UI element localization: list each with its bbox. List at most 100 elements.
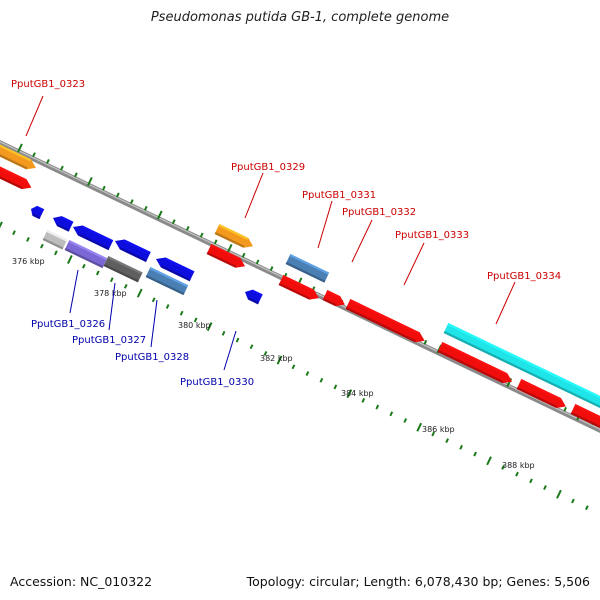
upper-ruler-tick — [269, 266, 274, 272]
gene-0331-steel-body — [285, 254, 330, 283]
gene-0329-red-highlight — [210, 244, 241, 260]
gene-label-pputgb1-0323[interactable]: PputGB1_0323 — [11, 79, 85, 90]
gene-0326-lightgray[interactable] — [42, 230, 68, 250]
gene-0328-steel[interactable] — [145, 267, 189, 296]
gene-0326-purple[interactable] — [64, 240, 108, 269]
gene-0335-red-highlight — [520, 379, 562, 401]
gene-0333-red-highlight — [349, 299, 420, 335]
gene-0336-red[interactable] — [570, 404, 600, 431]
gene-label-pputgb1-0329[interactable]: PputGB1_0329 — [231, 162, 305, 173]
gene-0326-lightgray-highlight — [46, 230, 68, 242]
gene-0329-red-body — [206, 244, 246, 268]
gene-callout-line — [317, 200, 333, 249]
gene-0334-red-highlight — [441, 342, 508, 376]
gene-0329-orange-body — [214, 224, 254, 248]
gene-callout-line — [150, 299, 158, 348]
gene-0329-red[interactable] — [206, 244, 248, 271]
lower-ruler-tick — [556, 489, 562, 499]
lower-ruler-tick — [333, 384, 338, 390]
gene-0330-blue[interactable] — [243, 287, 263, 305]
gene-0323-orange-body — [0, 136, 36, 170]
gene-0333-red[interactable] — [345, 299, 427, 346]
gene-0329-orange-highlight — [218, 224, 249, 240]
gene-0327a-blue-highlight — [123, 239, 151, 255]
gene-label-pputgb1-0326[interactable]: PputGB1_0326 — [31, 319, 105, 330]
gene-callout-line — [25, 95, 44, 137]
gene-0334-red-body — [437, 342, 513, 384]
gene-0336-red-shadow — [570, 411, 600, 428]
gene-0335-red-shadow — [516, 386, 558, 408]
gene-0325-blue[interactable] — [51, 213, 74, 232]
gene-0332-red[interactable] — [322, 290, 348, 309]
kbp-label: 376 kbp — [12, 257, 45, 266]
gene-0328a-blue-body — [156, 257, 195, 282]
gene-0323-red-body — [0, 158, 32, 190]
lower-ruler-tick — [151, 297, 156, 303]
gene-label-pputgb1-0332[interactable]: PputGB1_0332 — [342, 207, 416, 218]
lower-ruler-tick — [319, 377, 324, 383]
gene-0323-red[interactable] — [0, 158, 34, 193]
gene-0332-red-highlight — [326, 290, 341, 299]
gene-0331-red[interactable] — [278, 275, 322, 303]
upper-ruler-tick — [32, 152, 36, 158]
lower-ruler-tick — [276, 355, 283, 365]
lower-ruler-tick — [179, 310, 184, 316]
kbp-label: 378 kbp — [94, 289, 127, 298]
gene-0332-red-shadow — [322, 297, 337, 307]
gene-0329-orange-shadow — [214, 231, 245, 248]
lower-ruler-tick — [165, 304, 170, 309]
lower-ruler-tick — [346, 389, 353, 399]
gene-0323-red-highlight — [0, 158, 27, 182]
kbp-label: 380 kbp — [178, 321, 211, 330]
lower-ruler-tick — [81, 263, 86, 269]
gene-callout-line — [403, 242, 425, 286]
lower-ruler-tick — [585, 505, 589, 511]
gene-label-pputgb1-0333[interactable]: PputGB1_0333 — [395, 230, 469, 241]
lower-ruler-tick — [263, 351, 268, 356]
gene-0335-red[interactable] — [516, 379, 569, 411]
lower-ruler-tick — [361, 397, 366, 403]
gene-0330-blue-highlight — [251, 289, 263, 297]
upper-ruler-tick — [199, 232, 204, 238]
lower-ruler-tick — [12, 230, 16, 236]
genome-summary: Topology: circular; Length: 6,078,430 bp… — [246, 574, 590, 589]
gene-0331-steel[interactable] — [285, 254, 330, 283]
lower-ruler-tick — [206, 322, 213, 332]
lower-ruler-tick — [40, 243, 44, 249]
gene-0327a-blue-shadow — [119, 247, 147, 262]
gene-0334-cyan-body — [443, 323, 600, 409]
gene-0327-darkgray-shadow — [103, 263, 139, 283]
gene-0323-orange-shadow — [0, 143, 28, 170]
lower-ruler-tick — [249, 344, 254, 350]
gene-label-pputgb1-0331[interactable]: PputGB1_0331 — [302, 190, 376, 201]
gene-0336-red-highlight — [574, 404, 600, 420]
gene-0328a-blue-highlight — [164, 257, 195, 274]
gene-0326a-blue[interactable] — [71, 222, 114, 251]
gene-0327a-blue[interactable] — [113, 236, 151, 262]
lower-ruler-tick — [95, 270, 100, 276]
gene-0334-red[interactable] — [437, 342, 515, 387]
gene-0324-blue[interactable] — [29, 204, 45, 220]
lower-ruler-tick — [136, 288, 143, 298]
lower-ruler-tick — [291, 364, 296, 370]
lower-ruler-tick — [123, 283, 128, 289]
gene-0328a-blue[interactable] — [154, 254, 195, 282]
lower-ruler-tick — [193, 317, 198, 323]
lower-ruler-tick — [486, 456, 492, 466]
gene-0335-red-body — [516, 379, 566, 408]
gene-0334-cyan[interactable] — [443, 323, 600, 409]
gene-0334-cyan-shadow — [443, 330, 600, 409]
gene-0327a-blue-body — [115, 239, 151, 262]
gene-label-pputgb1-0330[interactable]: PputGB1_0330 — [180, 377, 254, 388]
gene-0327-darkgray[interactable] — [103, 256, 143, 283]
gene-0323-orange[interactable] — [0, 136, 38, 173]
gene-callout-line — [108, 282, 116, 331]
gene-0326-purple-shadow — [64, 247, 104, 269]
upper-ruler-tick — [74, 172, 78, 178]
gene-0329-orange[interactable] — [214, 224, 256, 251]
gene-label-pputgb1-0334[interactable]: PputGB1_0334 — [487, 271, 561, 282]
gene-0326-lightgray-body — [42, 230, 68, 250]
gene-label-pputgb1-0327[interactable]: PputGB1_0327 — [72, 335, 146, 346]
gene-label-pputgb1-0328[interactable]: PputGB1_0328 — [115, 352, 189, 363]
